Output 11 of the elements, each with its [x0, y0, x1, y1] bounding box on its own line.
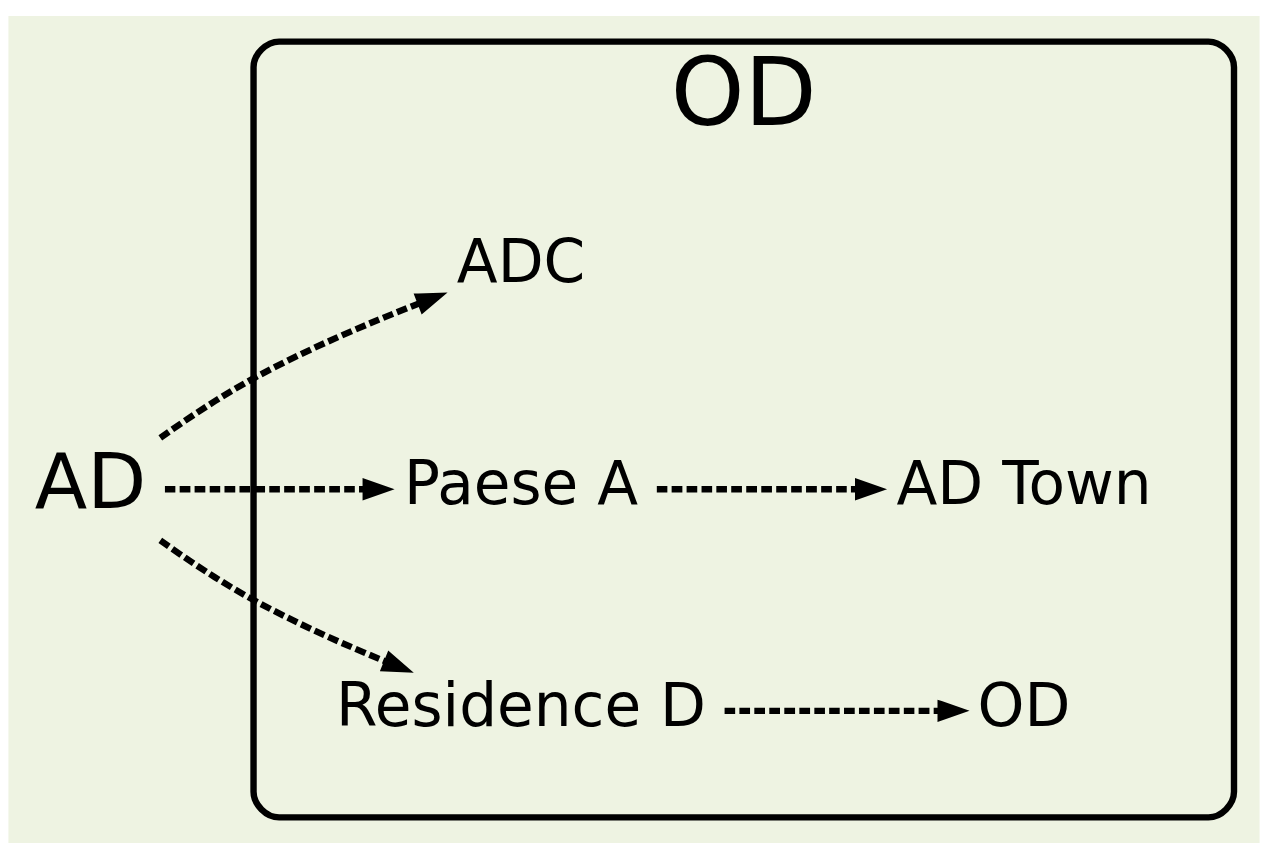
arrow	[656, 477, 888, 501]
arrow	[164, 477, 395, 501]
arrow	[724, 699, 970, 723]
node-text: AD	[34, 436, 147, 526]
node-text: OD	[977, 670, 1071, 740]
node-text: AD Town	[896, 448, 1152, 518]
arrow	[158, 292, 448, 441]
arrow	[158, 537, 414, 673]
node-text: ADC	[456, 227, 586, 297]
node-text: Residence D	[336, 670, 707, 740]
node-text: Paese A	[403, 448, 639, 518]
